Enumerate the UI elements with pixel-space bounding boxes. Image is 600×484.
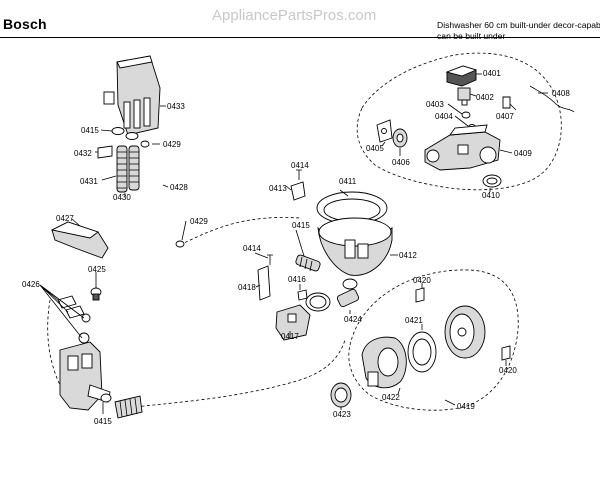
hose-routing-line xyxy=(179,217,301,246)
part-0415-seal-upper-2[interactable] xyxy=(125,132,139,140)
label-0416[interactable]: 0416 xyxy=(288,275,306,284)
part-seal-ring-inner xyxy=(309,295,327,309)
part-0405-bracket[interactable] xyxy=(376,119,393,143)
label-0415-mid[interactable]: 0415 xyxy=(292,221,310,230)
part-corrugated-hose[interactable] xyxy=(114,395,143,419)
label-0429-upper[interactable]: 0429 xyxy=(163,140,181,149)
label-0414-lower[interactable]: 0414 xyxy=(243,244,261,253)
label-0431[interactable]: 0431 xyxy=(80,177,98,186)
model-description: Dishwasher 60 cm built-under decor-capab… xyxy=(437,20,600,42)
label-0406[interactable]: 0406 xyxy=(392,158,410,167)
part-0421-ring[interactable] xyxy=(407,331,437,373)
part-0415-spring-mid[interactable] xyxy=(295,254,321,272)
part-0432-clip[interactable] xyxy=(97,145,113,159)
label-0433[interactable]: 0433 xyxy=(167,102,185,111)
label-0429-lower[interactable]: 0429 xyxy=(190,217,208,226)
part-0416-clip[interactable] xyxy=(297,289,308,301)
label-0418[interactable]: 0418 xyxy=(238,283,256,292)
header-divider xyxy=(0,37,600,38)
part-0424-coupling[interactable] xyxy=(336,278,360,308)
leader-lines xyxy=(39,73,548,414)
lower-routing-line xyxy=(124,339,346,409)
part-0408-wire[interactable] xyxy=(529,85,575,113)
label-0422[interactable]: 0422 xyxy=(382,393,400,402)
part-0423-seal[interactable] xyxy=(330,382,352,408)
description-line-2: can be built under xyxy=(437,31,506,41)
part-0430-spring[interactable] xyxy=(128,145,140,191)
label-0404[interactable]: 0404 xyxy=(435,112,453,121)
label-0421[interactable]: 0421 xyxy=(405,316,423,325)
label-0414-upper[interactable]: 0414 xyxy=(291,161,309,170)
part-0428-hose-outer[interactable] xyxy=(144,144,179,243)
label-0415-upper[interactable]: 0415 xyxy=(81,126,99,135)
label-0428[interactable]: 0428 xyxy=(170,183,188,192)
part-labels: 0401 0402 0403 0404 0405 0406 0407 0408 … xyxy=(22,69,570,426)
label-0412[interactable]: 0412 xyxy=(399,251,417,260)
label-0402[interactable]: 0402 xyxy=(476,93,494,102)
label-0407[interactable]: 0407 xyxy=(496,112,514,121)
watermark-text: AppliancePartsPros.com xyxy=(212,7,377,24)
part-0429-clamp-upper[interactable] xyxy=(140,140,150,148)
part-0431-spring[interactable] xyxy=(116,145,128,193)
part-0409-valve-block[interactable] xyxy=(424,124,501,171)
label-0425[interactable]: 0425 xyxy=(88,265,106,274)
label-0401[interactable]: 0401 xyxy=(483,69,501,78)
part-0410-clamp[interactable] xyxy=(482,174,502,188)
brand-title: Bosch xyxy=(3,16,47,32)
part-0420-clip-lower[interactable] xyxy=(501,345,511,361)
part-0428-hose-inner xyxy=(143,144,180,243)
part-pump-motor[interactable] xyxy=(444,305,486,359)
label-0417[interactable]: 0417 xyxy=(281,332,299,341)
part-0414-screw-lower[interactable] xyxy=(267,254,273,265)
part-0414-screw-upper[interactable] xyxy=(296,169,302,180)
part-0401-connector[interactable] xyxy=(445,65,478,87)
label-0411[interactable]: 0411 xyxy=(339,177,357,186)
label-0413[interactable]: 0413 xyxy=(269,184,287,193)
label-0426[interactable]: 0426 xyxy=(22,280,40,289)
label-0410[interactable]: 0410 xyxy=(482,191,500,200)
label-0403[interactable]: 0403 xyxy=(426,100,444,109)
part-0429-clamp-lower[interactable] xyxy=(175,240,185,248)
part-0422-pump-housing[interactable] xyxy=(361,336,407,389)
label-0424[interactable]: 0424 xyxy=(344,315,362,324)
description-line-1: Dishwasher 60 cm built-under decor-capab xyxy=(437,20,600,30)
part-0433-container[interactable] xyxy=(103,55,161,136)
part-0406-valve[interactable] xyxy=(392,128,408,148)
label-0419[interactable]: 0419 xyxy=(457,402,475,411)
label-0408[interactable]: 0408 xyxy=(552,89,570,98)
label-0427[interactable]: 0427 xyxy=(56,214,74,223)
part-0417-motor[interactable] xyxy=(275,304,311,341)
part-0407-clip[interactable] xyxy=(502,96,511,109)
part-0403-ring[interactable] xyxy=(461,111,471,119)
part-0415-seal-upper[interactable] xyxy=(111,127,125,135)
part-0413-bracket[interactable] xyxy=(290,181,306,201)
part-0402-sensor[interactable] xyxy=(457,87,471,106)
part-0418-bracket[interactable] xyxy=(257,265,271,301)
pump-assembly-outline xyxy=(348,269,519,411)
label-0430[interactable]: 0430 xyxy=(113,193,131,202)
label-0420-upper[interactable]: 0420 xyxy=(413,276,431,285)
label-0415-lower[interactable]: 0415 xyxy=(94,417,112,426)
label-0423[interactable]: 0423 xyxy=(333,410,351,419)
heater-wire-line xyxy=(47,299,61,386)
part-0411-sump[interactable] xyxy=(316,191,393,276)
label-0432[interactable]: 0432 xyxy=(74,149,92,158)
part-0425-sensor[interactable] xyxy=(90,287,102,301)
label-0405[interactable]: 0405 xyxy=(366,144,384,153)
part-0426-heater-clips[interactable] xyxy=(57,295,91,344)
part-heating-pump-lower[interactable] xyxy=(59,341,111,411)
part-0415-seal-lower[interactable] xyxy=(100,393,112,403)
part-0427-cover[interactable] xyxy=(50,221,109,259)
label-0420-lower[interactable]: 0420 xyxy=(499,366,517,375)
label-0409[interactable]: 0409 xyxy=(514,149,532,158)
part-0420-clip-upper[interactable] xyxy=(415,287,425,303)
